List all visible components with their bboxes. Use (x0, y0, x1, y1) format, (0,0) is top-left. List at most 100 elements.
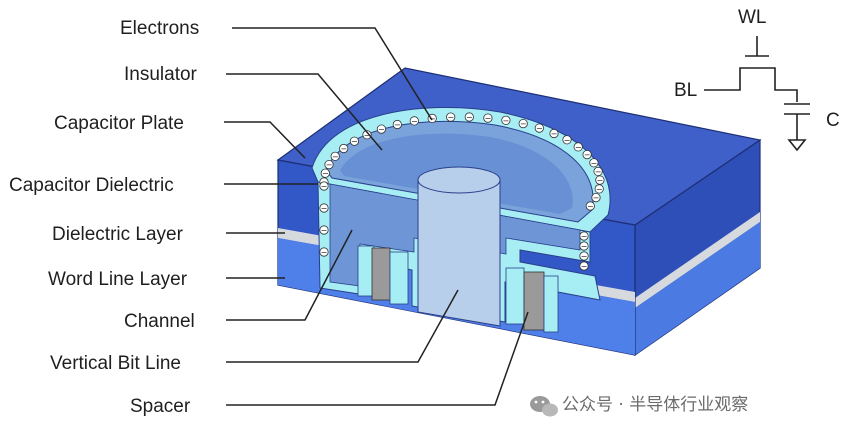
electron-15 (518, 119, 528, 129)
leader-spacer (226, 311, 529, 406)
right-dielectric-column (543, 275, 559, 333)
electron-sign-25: − (593, 194, 600, 203)
left-channel (389, 251, 409, 305)
electron-sign-33: − (581, 252, 588, 261)
right-channel (505, 267, 525, 325)
electron-sign-7: − (378, 125, 385, 134)
label-electrons: Electrons (120, 18, 199, 39)
leader-capacitor-plate (224, 121, 306, 159)
label-vertical-bit-line: Vertical Bit Line (50, 353, 181, 374)
electron-24 (594, 184, 604, 194)
labels: Electrons Insulator Capacitor Plate Capa… (9, 18, 199, 417)
electron-32 (579, 241, 589, 251)
electron-sign-12: − (466, 113, 473, 122)
electron-7 (376, 124, 386, 134)
electron-sign-21: − (591, 159, 598, 168)
electron-18 (562, 135, 572, 145)
electron-25 (591, 193, 601, 203)
electron-sign-17: − (551, 130, 558, 139)
bit-line-top (417, 166, 501, 194)
leader-insulator (226, 73, 383, 151)
right-wordline-stripe (635, 222, 760, 355)
electron-34 (579, 261, 589, 271)
circuit-wl-label: WL (738, 7, 767, 28)
label-capacitor-dielectric: Capacitor Dielectric (9, 175, 174, 196)
leader-channel (226, 229, 353, 321)
label-channel: Channel (124, 311, 195, 332)
electron-5 (349, 136, 359, 146)
electron-sign-2: − (326, 161, 333, 170)
electron-33 (579, 251, 589, 261)
electron-sign-26: − (587, 202, 594, 211)
electron-14 (501, 115, 511, 125)
electron-sign-27: − (321, 182, 328, 191)
electron-sign-19: − (575, 143, 582, 152)
electron-31 (579, 231, 589, 241)
electron-4 (339, 143, 349, 154)
leader-electrons (232, 27, 433, 121)
electron-sign-13: − (485, 114, 492, 123)
right-dielectric-stripe (635, 212, 760, 308)
label-spacer: Spacer (130, 396, 191, 417)
electron-sign-11: − (447, 113, 454, 122)
electron-sign-32: − (581, 242, 588, 251)
watermark: 公众号 · 半导体行业观察 (530, 395, 748, 417)
electron-16 (534, 123, 544, 133)
electron-sign-15: − (520, 120, 527, 129)
label-capacitor-plate: Capacitor Plate (54, 113, 184, 134)
electron-20 (582, 150, 592, 160)
ground-symbol (787, 139, 807, 152)
electron-6 (362, 130, 372, 140)
left-spacer (371, 247, 391, 301)
right-spacer (523, 271, 545, 331)
electron-12 (464, 112, 474, 122)
electron-sign-31: − (581, 232, 588, 241)
electron-3 (330, 151, 340, 161)
leader-vertical-bit-line (226, 289, 459, 363)
leader-lines (224, 27, 529, 406)
watermark-text: 公众号 · 半导体行业观察 (562, 395, 748, 415)
electron-sign-4: − (340, 145, 347, 154)
circuit-c-label: C (826, 110, 840, 131)
electron-sign-34: − (581, 262, 588, 271)
electron-sign-1: − (322, 169, 329, 178)
electron-17 (549, 128, 559, 139)
electron-28 (319, 203, 329, 213)
electron-sign-20: − (584, 151, 591, 160)
circuit-schematic: WL BL C (674, 7, 840, 152)
electron-sign-14: − (503, 116, 510, 125)
capacitor-symbol (784, 103, 810, 140)
electron-13 (483, 113, 493, 123)
label-dielectric-layer: Dielectric Layer (52, 224, 184, 245)
electron-22 (593, 166, 603, 176)
capacitor-structure: −−−−−−−−−−−−−−−−−−−−−−−−−−−−−−−−−−− (311, 107, 611, 333)
electron-9 (409, 116, 419, 126)
electron-8 (392, 119, 402, 130)
electron-29 (319, 225, 329, 235)
electron-sign-8: − (394, 121, 401, 130)
electron-1 (320, 168, 330, 178)
electron-sign-22: − (595, 167, 602, 176)
electron-ring: −−−−−−−−−−−−−−−−−−−−−−−−−−−−−−−−−−− (319, 112, 605, 271)
electron-27 (319, 181, 329, 191)
electron-19 (573, 142, 583, 152)
electron-sign-9: − (411, 117, 418, 126)
electron-sign-29: − (321, 226, 328, 235)
electron-sign-16: − (536, 124, 543, 133)
electron-sign-6: − (364, 131, 371, 140)
wechat-icon (530, 396, 558, 417)
electron-sign-3: − (332, 152, 339, 161)
transistor (704, 67, 798, 102)
circuit-bl-label: BL (674, 80, 697, 101)
electron-26 (585, 201, 595, 211)
electron-sign-30: − (321, 248, 328, 257)
electron-2 (324, 160, 334, 170)
electron-11 (446, 112, 456, 122)
electron-sign-24: − (596, 185, 603, 194)
electron-21 (589, 158, 599, 168)
label-word-line-layer: Word Line Layer (48, 269, 188, 290)
electron-23 (595, 175, 605, 185)
wl-gate-wire (745, 36, 769, 57)
electron-30 (319, 247, 329, 257)
